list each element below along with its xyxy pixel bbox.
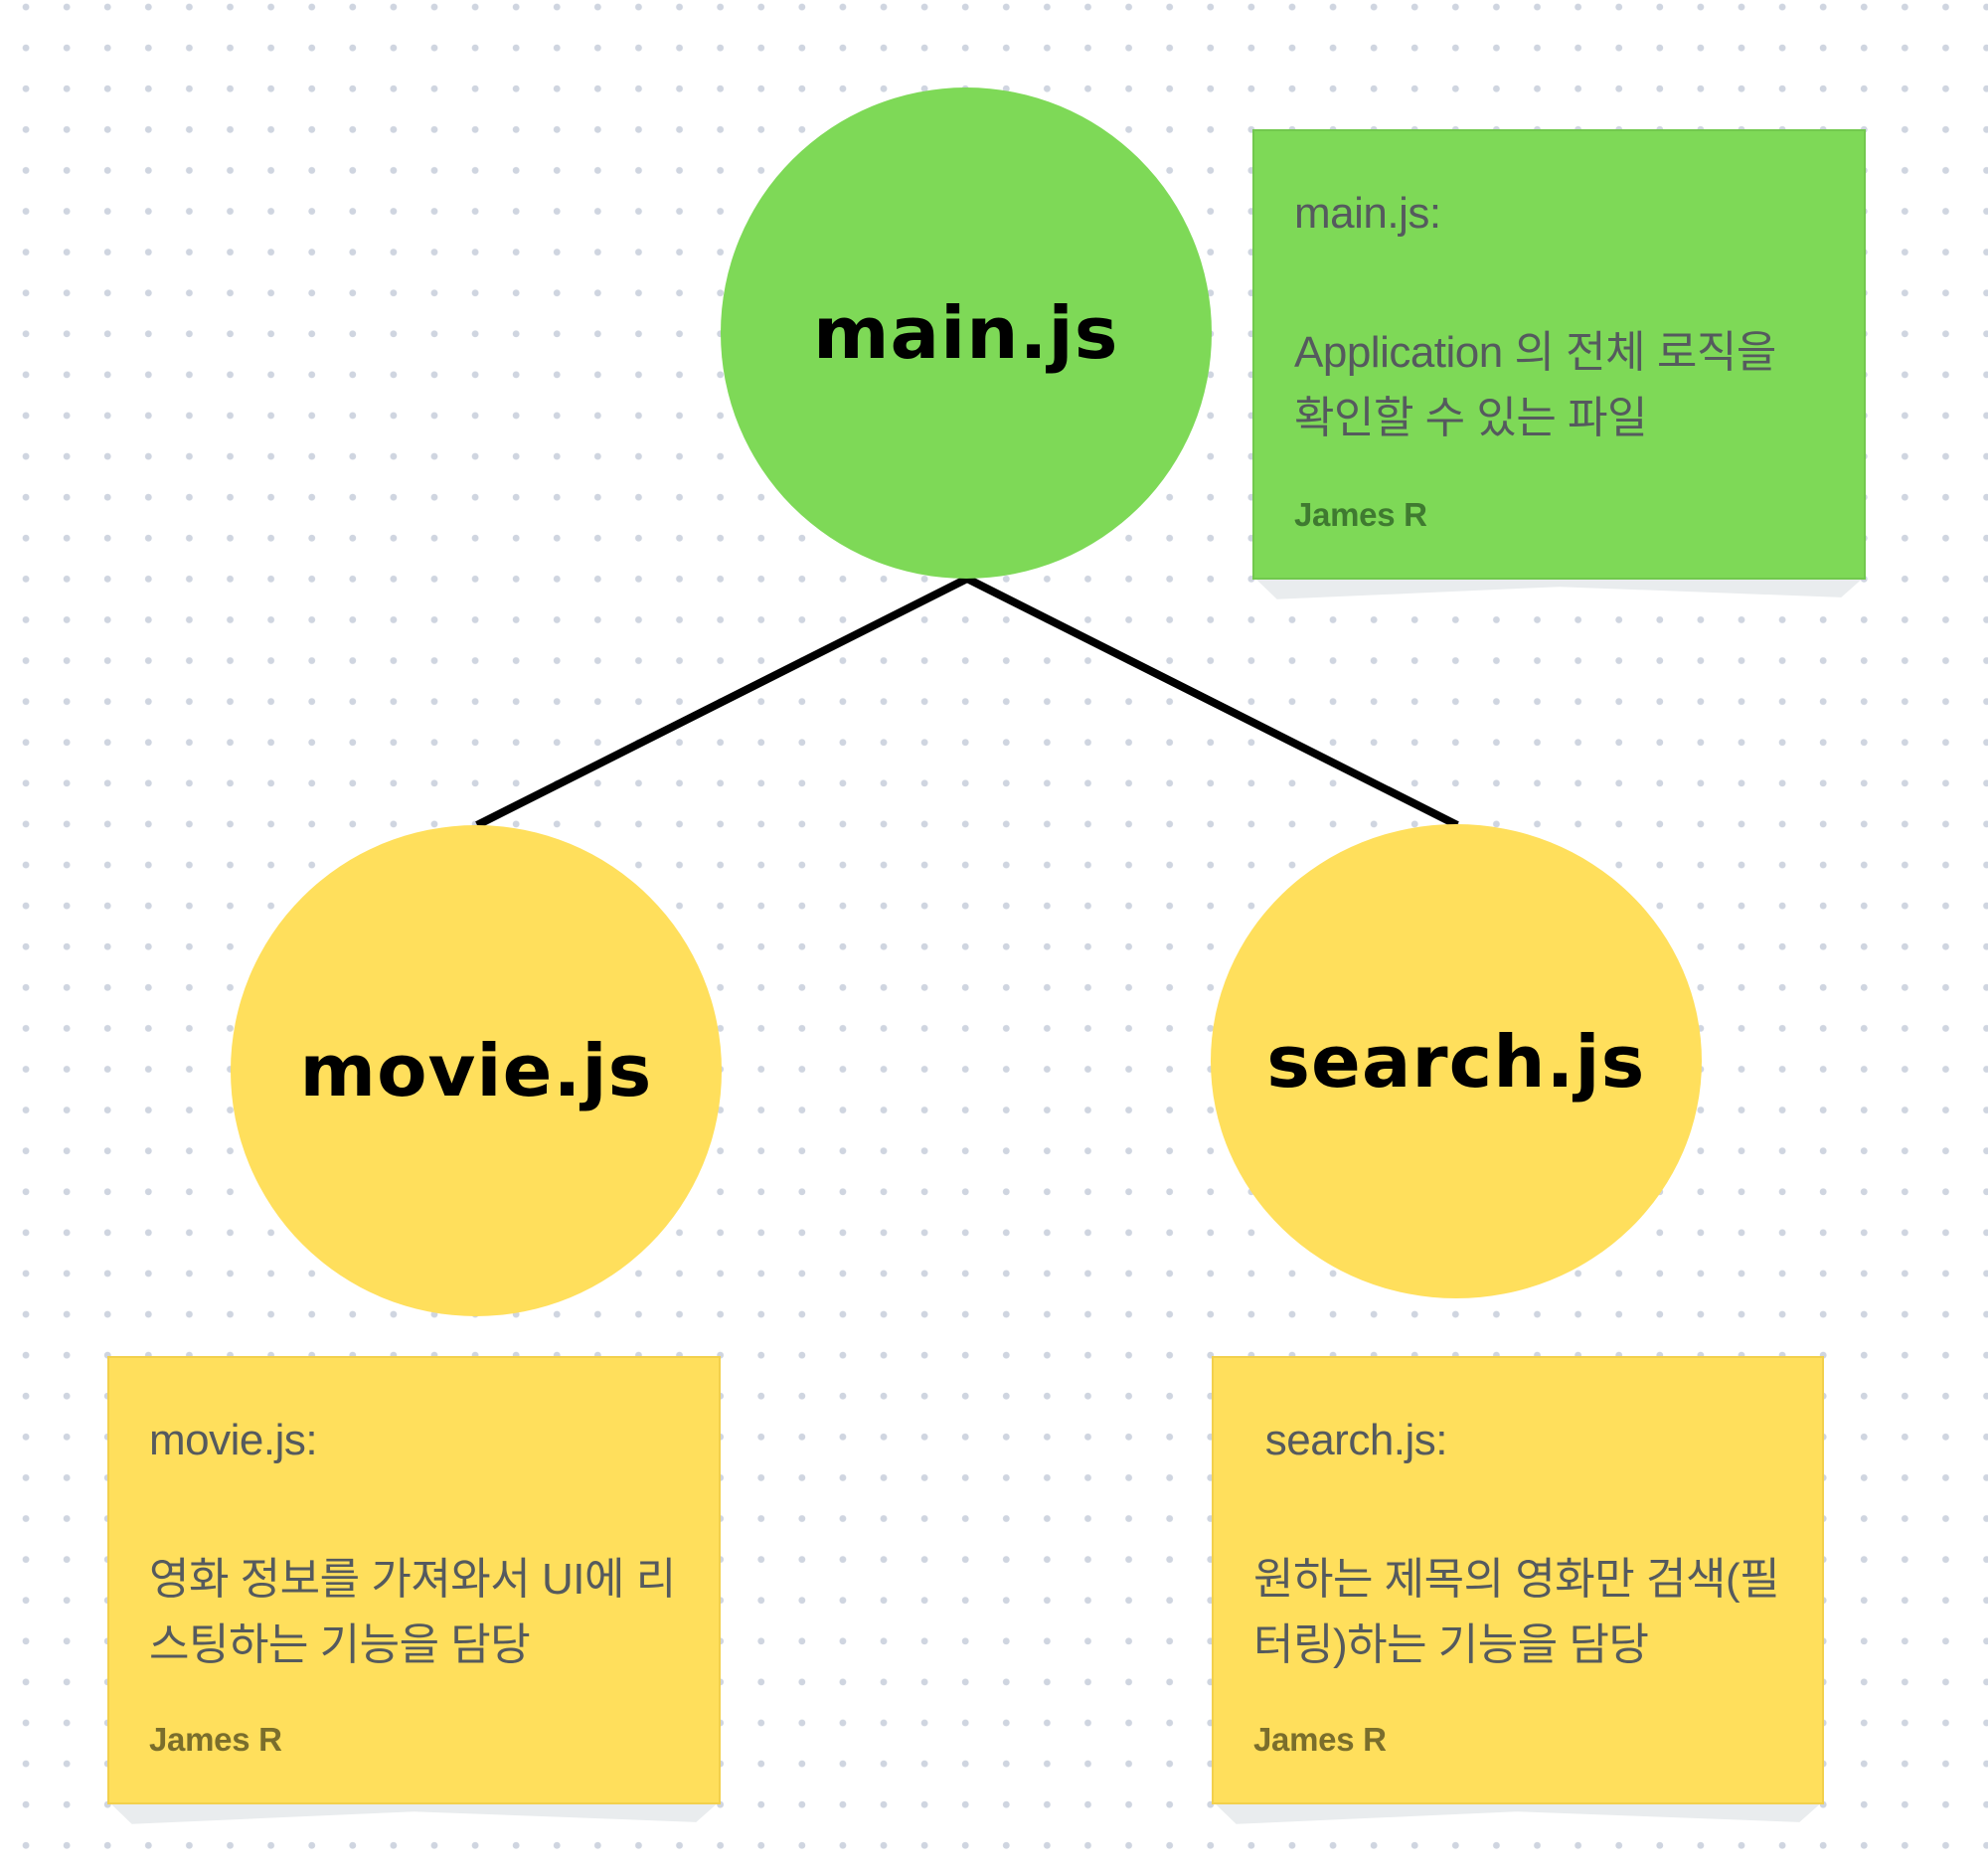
sticky-title: movie.js: <box>149 1416 318 1464</box>
node-movie-label: movie.js <box>299 1029 653 1112</box>
sticky-note-main[interactable]: main.js: Application 의 전체 로직을 확인할 수 있는 파… <box>1252 129 1866 599</box>
sticky-note-search[interactable]: search.js: 원하는 제목의 영화만 검색(필터링)하는 기능을 담당 … <box>1212 1356 1824 1824</box>
sticky-text: 원하는 제목의 영화만 검색(필터링)하는 기능을 담당 <box>1253 1555 1780 1669</box>
node-search-label: search.js <box>1266 1019 1646 1104</box>
sticky-note-movie[interactable]: movie.js: 영화 정보를 가져와서 UI에 리스팅하는 기능을 담당 J… <box>107 1356 721 1824</box>
sticky-author: James R <box>1294 496 1427 533</box>
node-main[interactable]: main.js <box>721 87 1212 579</box>
sticky-author: James R <box>149 1721 282 1758</box>
sticky-text: 영화 정보를 가져와서 UI에 리스팅하는 기능을 담당 <box>149 1555 676 1669</box>
node-movie[interactable]: movie.js <box>231 825 722 1316</box>
sticky-note-main-body[interactable]: main.js: Application 의 전체 로직을 확인할 수 있는 파… <box>1252 129 1866 580</box>
sticky-text: Application 의 전체 로직을 확인할 수 있는 파일 <box>1294 328 1776 442</box>
edge-main-to-search[interactable] <box>965 575 1459 829</box>
sticky-note-search-body[interactable]: search.js: 원하는 제목의 영화만 검색(필터링)하는 기능을 담당 … <box>1212 1356 1824 1804</box>
sticky-title: search.js: <box>1253 1416 1448 1464</box>
sticky-title: main.js: <box>1294 189 1441 238</box>
edge-main-to-movie[interactable] <box>475 575 969 829</box>
node-search[interactable]: search.js <box>1211 824 1702 1298</box>
sticky-author: James R <box>1253 1721 1387 1758</box>
node-main-label: main.js <box>813 291 1119 375</box>
sticky-note-movie-body[interactable]: movie.js: 영화 정보를 가져와서 UI에 리스팅하는 기능을 담당 J… <box>107 1356 721 1804</box>
